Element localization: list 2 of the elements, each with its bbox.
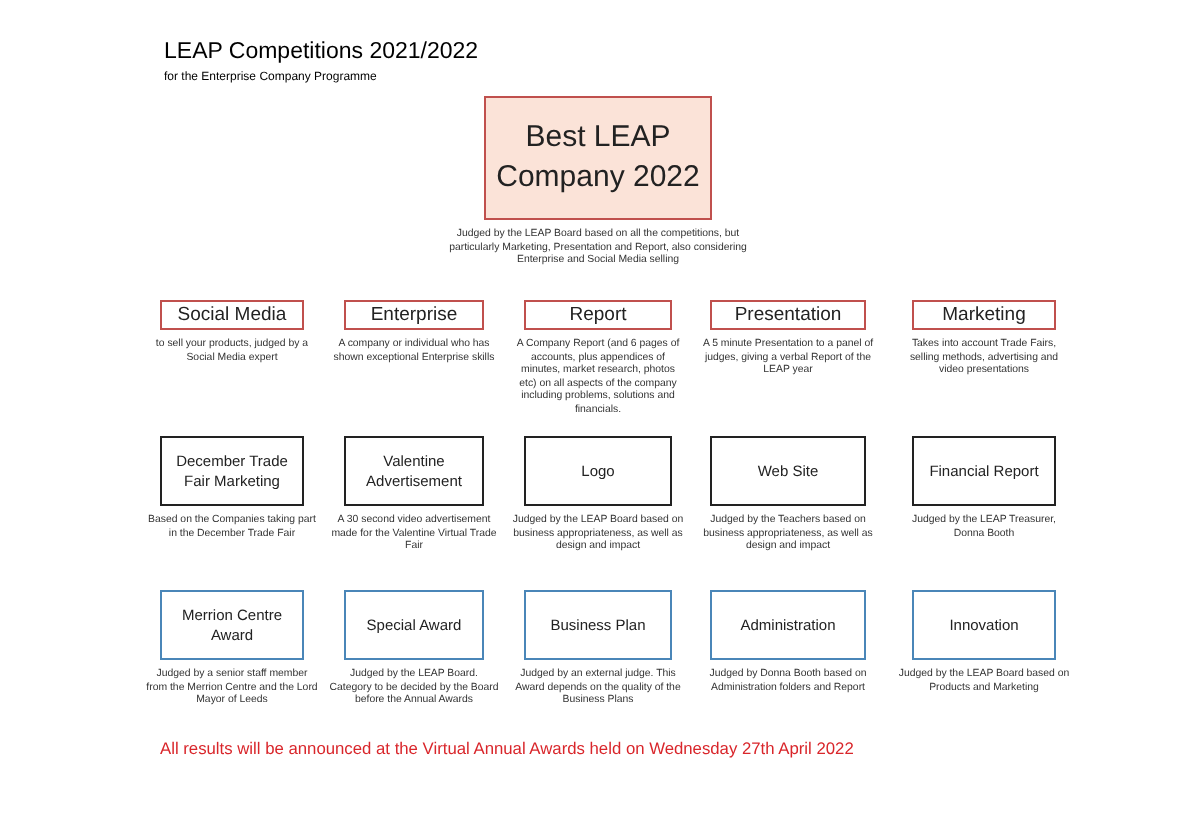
announcement-note: All results will be announced at the Virtual Annual Awards held on Wednesday 27th April 2022: [160, 738, 854, 758]
title: LEAP Competitions 2021/2022: [164, 40, 479, 64]
